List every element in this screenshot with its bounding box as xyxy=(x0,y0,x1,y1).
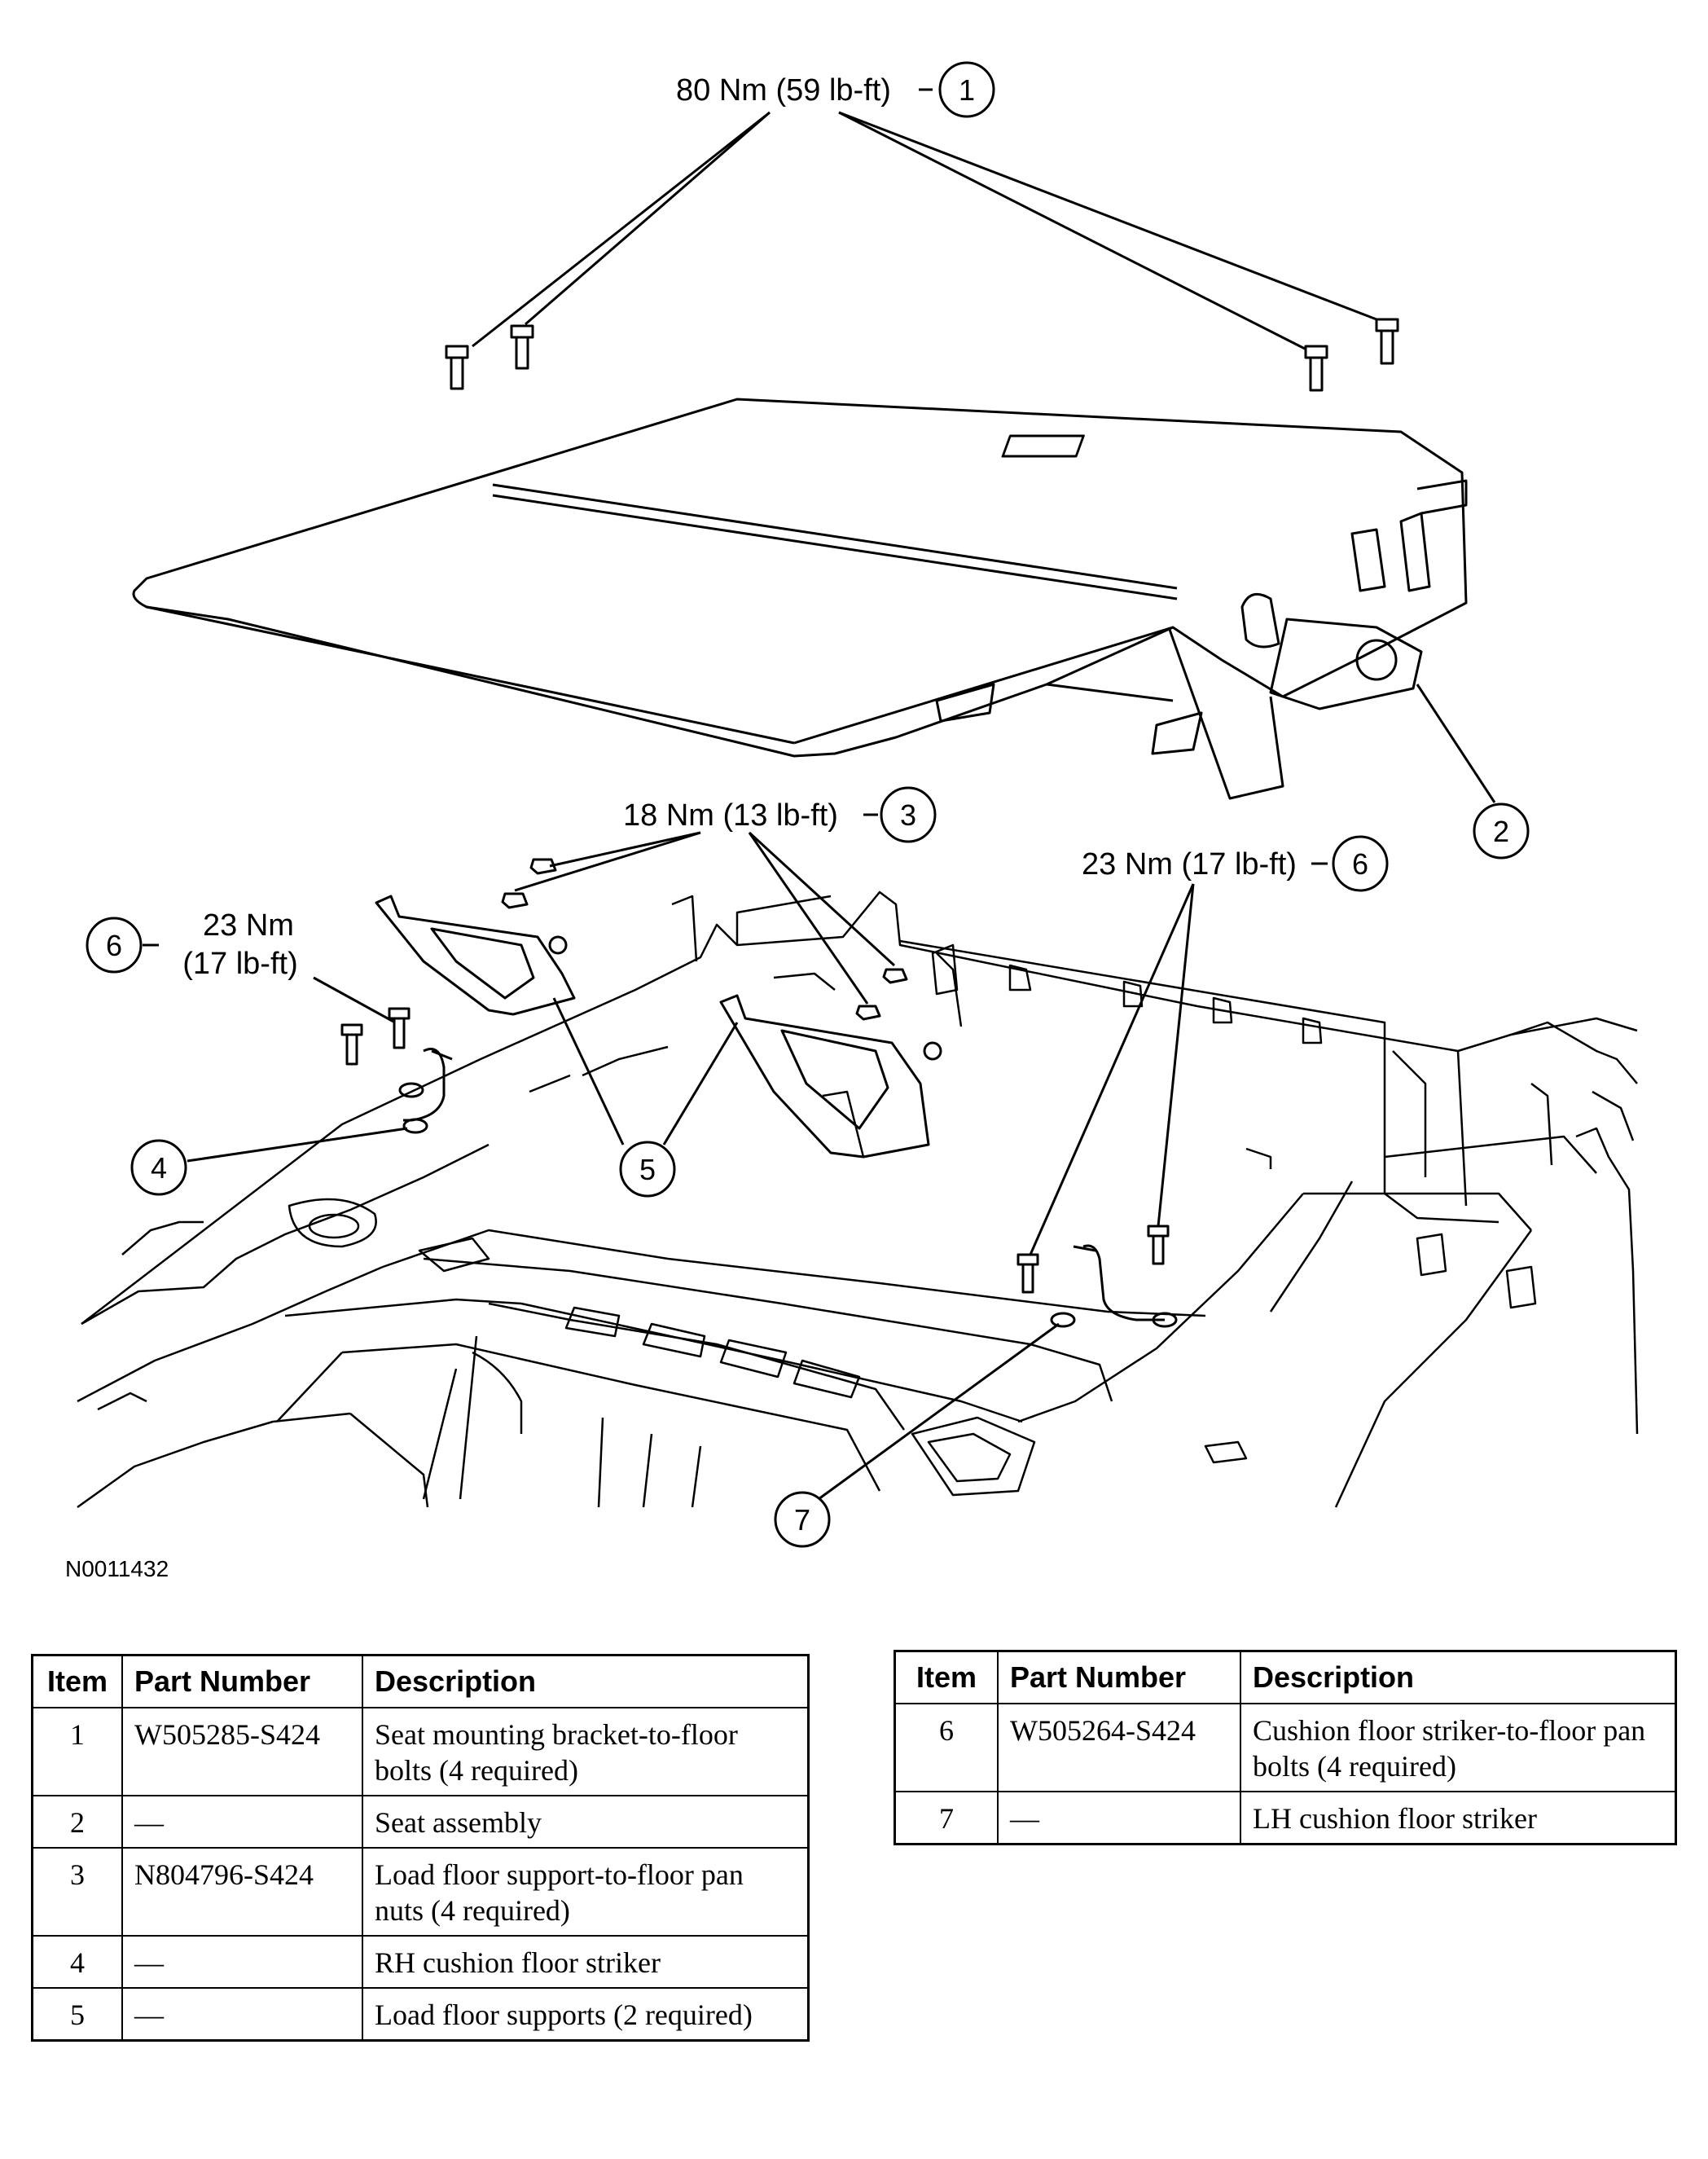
callout-3-torque: 18 Nm (13 lb-ft) xyxy=(623,798,838,833)
row-part-number: W505285-S424 xyxy=(121,1707,363,1796)
header-description: Description xyxy=(1240,1650,1677,1704)
rh-cushion-floor-striker xyxy=(398,1048,453,1134)
row-part-number: W505264-S424 xyxy=(997,1703,1241,1792)
bolt-icon xyxy=(1016,1253,1039,1294)
header-part-number: Part Number xyxy=(121,1654,363,1708)
row-item: 2 xyxy=(31,1795,123,1849)
bolt-icon xyxy=(1304,345,1328,392)
figure-id: N0011432 xyxy=(65,1556,169,1581)
callout-1-torque: 80 Nm (59 lb-ft) xyxy=(676,73,891,108)
bolt-icon xyxy=(1375,318,1399,365)
table-row: 3 N804796-S424 Load floor support-to-flo… xyxy=(31,1847,810,1937)
row-item: 3 xyxy=(31,1847,123,1937)
callout-6-right-torque: 23 Nm (17 lb-ft) xyxy=(1082,847,1297,882)
load-floor-support-right xyxy=(719,994,942,1159)
table-row: 2 — Seat assembly xyxy=(31,1795,810,1849)
parts-table-right: Item Part Number Description 6 W505264-S… xyxy=(894,1650,1677,1845)
callout-4 xyxy=(130,1127,408,1196)
parts-table-left: Item Part Number Description 1 W505285-S… xyxy=(31,1654,810,2042)
row-description: Seat mounting bracket-to-floor bolts (4 … xyxy=(362,1707,810,1796)
callout-6-right xyxy=(1029,835,1389,1255)
callout-4-number: 4 xyxy=(151,1151,167,1185)
callout-6-left-torque-line1: 23 Nm xyxy=(203,908,294,943)
row-item: 4 xyxy=(31,1935,123,1989)
table-header-row: Item Part Number Description xyxy=(31,1654,810,1708)
row-part-number: — xyxy=(121,1987,363,2042)
bolt-icon xyxy=(445,345,469,390)
table-row: 5 — Load floor supports (2 required) xyxy=(31,1987,810,2042)
load-floor-support-left xyxy=(375,895,576,1016)
table-header-row: Item Part Number Description xyxy=(894,1650,1677,1704)
callout-6-right-number: 6 xyxy=(1352,847,1368,881)
row-item: 6 xyxy=(894,1703,999,1792)
bolt-icon xyxy=(510,324,534,370)
exploded-view-diagram: 80 Nm (59 lb-ft) 1 2 18 Nm (13 lb-ft) 3 … xyxy=(77,61,1639,1548)
bolt-icon xyxy=(340,1023,363,1066)
table-row: 6 W505264-S424 Cushion floor striker-to-… xyxy=(894,1703,1677,1792)
row-item: 7 xyxy=(894,1791,999,1845)
callout-3 xyxy=(514,786,937,1005)
header-item: Item xyxy=(894,1650,999,1704)
callout-5 xyxy=(552,997,739,1198)
header-description: Description xyxy=(362,1654,810,1708)
callout-1 xyxy=(472,61,1377,350)
header-part-number: Part Number xyxy=(997,1650,1241,1704)
row-description: Load floor support-to-floor pan nuts (4 … xyxy=(362,1847,810,1937)
row-part-number: — xyxy=(997,1791,1241,1845)
callout-6-left xyxy=(86,917,396,1024)
callout-5-number: 5 xyxy=(639,1153,656,1186)
callout-7 xyxy=(774,1322,1060,1548)
seat-assembly xyxy=(132,398,1468,800)
callout-2-number: 2 xyxy=(1493,815,1509,848)
row-description: RH cushion floor striker xyxy=(362,1935,810,1989)
nut-icon xyxy=(501,892,529,909)
table-row: 7 — LH cushion floor striker xyxy=(894,1791,1677,1845)
callout-6-left-torque-line2: (17 lb-ft) xyxy=(182,947,297,981)
callout-2 xyxy=(1416,684,1530,860)
bolt-icon xyxy=(388,1007,411,1049)
nut-icon xyxy=(855,1005,881,1021)
row-description: Load floor supports (2 required) xyxy=(362,1987,810,2042)
callout-7-number: 7 xyxy=(794,1503,810,1537)
vehicle-floor-pan xyxy=(77,890,1639,1509)
callout-6-left-number: 6 xyxy=(106,929,122,962)
row-part-number: — xyxy=(121,1935,363,1989)
callout-3-number: 3 xyxy=(900,798,916,832)
table-row: 4 — RH cushion floor striker xyxy=(31,1935,810,1989)
row-item: 5 xyxy=(31,1987,123,2042)
row-part-number: N804796-S424 xyxy=(121,1847,363,1937)
row-description: Seat assembly xyxy=(362,1795,810,1849)
row-part-number: — xyxy=(121,1795,363,1849)
callout-1-number: 1 xyxy=(959,73,975,107)
nut-icon xyxy=(529,858,557,875)
nut-icon xyxy=(882,968,908,984)
row-description: Cushion floor striker-to-floor pan bolts… xyxy=(1240,1703,1677,1792)
row-item: 1 xyxy=(31,1707,123,1796)
table-row: 1 W505285-S424 Seat mounting bracket-to-… xyxy=(31,1707,810,1796)
row-description: LH cushion floor striker xyxy=(1240,1791,1677,1845)
header-item: Item xyxy=(31,1654,123,1708)
bolt-icon xyxy=(1147,1225,1170,1265)
